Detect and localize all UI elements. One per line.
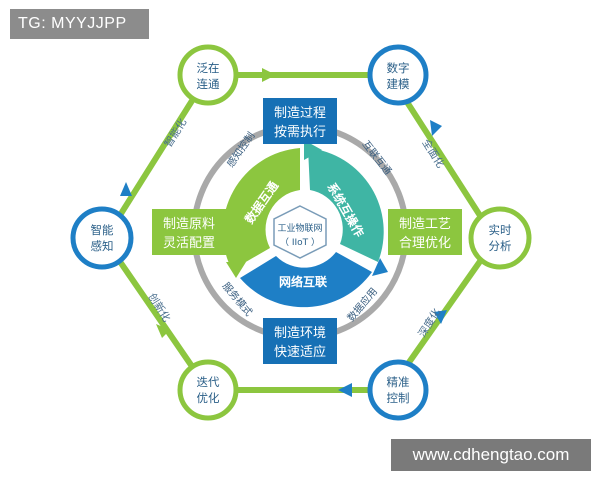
arrow-icon (372, 258, 388, 276)
svg-text:泛在: 泛在 (197, 61, 220, 75)
arrow-icon (338, 383, 352, 397)
arrow-icon (156, 324, 170, 338)
box-top: 制造过程 按需执行 (263, 98, 337, 144)
svg-text:制造环境: 制造环境 (274, 326, 326, 341)
outer-node-top-left: 泛在 连通 (177, 44, 239, 106)
outer-node-bottom-right: 精准 控制 (367, 359, 429, 421)
svg-text:制造过程: 制造过程 (274, 106, 326, 121)
svg-text:精准: 精准 (387, 375, 410, 389)
watermark: www.cdhengtao.com (391, 439, 591, 471)
svg-text:控制: 控制 (387, 391, 410, 405)
outer-node-top-right: 数字 建模 (367, 44, 429, 106)
arrow-icon (226, 262, 246, 278)
svg-text:分析: 分析 (489, 239, 512, 253)
svg-text:连通: 连通 (197, 77, 220, 91)
edge-lower-left (109, 248, 203, 380)
svg-text:实时: 实时 (489, 223, 512, 237)
arrow-icon (120, 182, 132, 196)
svg-text:工业物联网: 工业物联网 (277, 222, 322, 234)
outer-node-right: 实时 分析 (468, 206, 532, 270)
svg-text:智能: 智能 (91, 223, 114, 237)
hexagon-arrows (120, 68, 447, 397)
svg-text:感知: 感知 (91, 239, 114, 253)
svg-text:合理优化: 合理优化 (399, 236, 451, 251)
arrow-icon (262, 68, 276, 82)
svg-text:建模: 建模 (387, 77, 410, 91)
ring-label-top-right: 互联互通 (360, 138, 394, 177)
arrow-icon (434, 310, 447, 324)
segment-network (240, 252, 372, 308)
segment-system (308, 148, 384, 262)
svg-text:数字: 数字 (387, 61, 410, 75)
svg-text:制造原料: 制造原料 (163, 217, 215, 232)
outer-node-left: 智能 感知 (70, 206, 134, 270)
edge-label-upper-left: 智能化 (162, 116, 190, 150)
outer-node-bottom-left: 迭代 优化 (177, 359, 239, 421)
svg-text:优化: 优化 (197, 391, 220, 405)
segment-network-label: 网络互联 (279, 274, 327, 289)
svg-text:（ IIoT ）: （ IIoT ） (280, 237, 320, 248)
edge-upper-left (109, 86, 203, 230)
box-bottom: 制造环境 快速适应 (263, 318, 337, 364)
arrow-icon (304, 140, 322, 160)
box-right: 制造工艺 合理优化 (388, 209, 462, 255)
tg-tag: TG: MYYJJPP (10, 9, 149, 39)
svg-text:按需执行: 按需执行 (274, 125, 326, 140)
arrow-icon (430, 120, 442, 136)
core-cycle (222, 140, 388, 308)
svg-text:快速适应: 快速适应 (274, 344, 326, 360)
edge-upper-right (395, 86, 491, 230)
svg-text:迭代: 迭代 (197, 375, 220, 389)
box-left: 制造原料 灵活配置 (152, 209, 226, 255)
svg-text:制造工艺: 制造工艺 (399, 217, 451, 232)
hub: 工业物联网 （ IIoT ） (273, 205, 327, 259)
segment-data (222, 148, 300, 270)
svg-text:灵活配置: 灵活配置 (163, 236, 215, 251)
